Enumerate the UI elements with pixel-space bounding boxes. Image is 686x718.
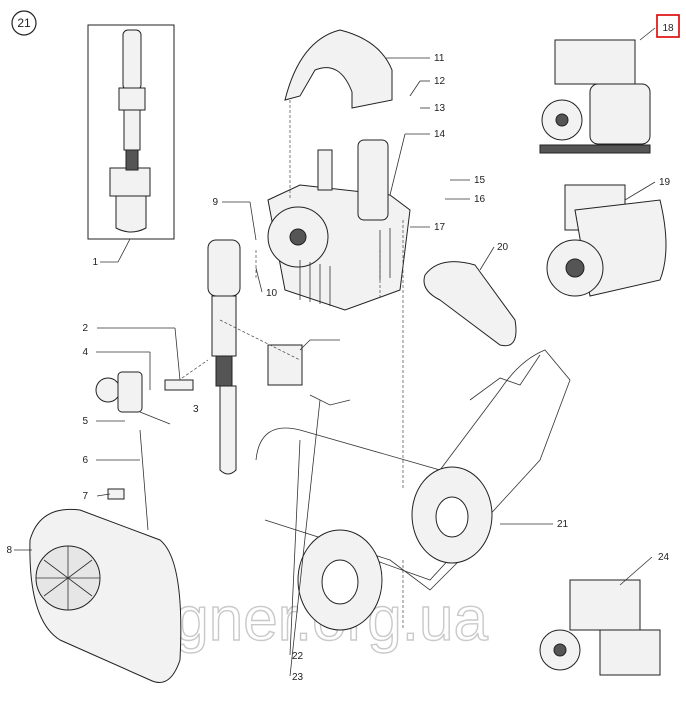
- callout-labels: 1 2 3 4 5 6 7 8 9 10 11 12 13 14 15 16 1…: [6, 23, 674, 683]
- figure-number: 21: [17, 16, 31, 30]
- label-5: 5: [82, 416, 88, 427]
- label-4: 4: [82, 347, 88, 358]
- belt: [423, 261, 517, 347]
- belt-guard: [29, 508, 182, 683]
- motor-19: [546, 184, 667, 297]
- label-12: 12: [434, 76, 446, 87]
- label-15: 15: [474, 175, 486, 186]
- label-8: 8: [6, 545, 12, 556]
- label-24: 24: [658, 552, 670, 563]
- motor-18: [539, 39, 651, 154]
- leader-lines: [14, 27, 656, 677]
- assembly-lines: [181, 100, 404, 630]
- label-18: 18: [662, 23, 674, 34]
- label-7: 7: [82, 491, 88, 502]
- label-22: 22: [292, 651, 304, 662]
- highlight-box: [656, 14, 680, 38]
- label-19: 19: [659, 177, 671, 188]
- label-3: 3: [193, 404, 199, 415]
- label-10: 10: [266, 288, 278, 299]
- figure-number-badge: 21: [11, 10, 37, 36]
- label-11: 11: [434, 53, 445, 64]
- filter: [95, 371, 194, 425]
- label-6: 6: [82, 455, 88, 466]
- label-16: 16: [474, 194, 486, 205]
- label-23: 23: [292, 672, 304, 683]
- shroud: [284, 29, 393, 109]
- suction-tube: [107, 429, 149, 531]
- cart-frame: [255, 339, 571, 591]
- gas-engine: [539, 579, 661, 676]
- label-17: 17: [434, 222, 446, 233]
- label-21: 21: [557, 519, 569, 530]
- label-1: 1: [92, 257, 98, 268]
- pump-inset: [87, 24, 175, 240]
- pump: [207, 239, 241, 475]
- label-13: 13: [434, 103, 446, 114]
- gearbox: [267, 139, 411, 311]
- label-14: 14: [434, 129, 446, 140]
- label-9: 9: [212, 197, 218, 208]
- label-20: 20: [497, 242, 509, 253]
- label-2: 2: [82, 323, 88, 334]
- wheels: [297, 466, 493, 631]
